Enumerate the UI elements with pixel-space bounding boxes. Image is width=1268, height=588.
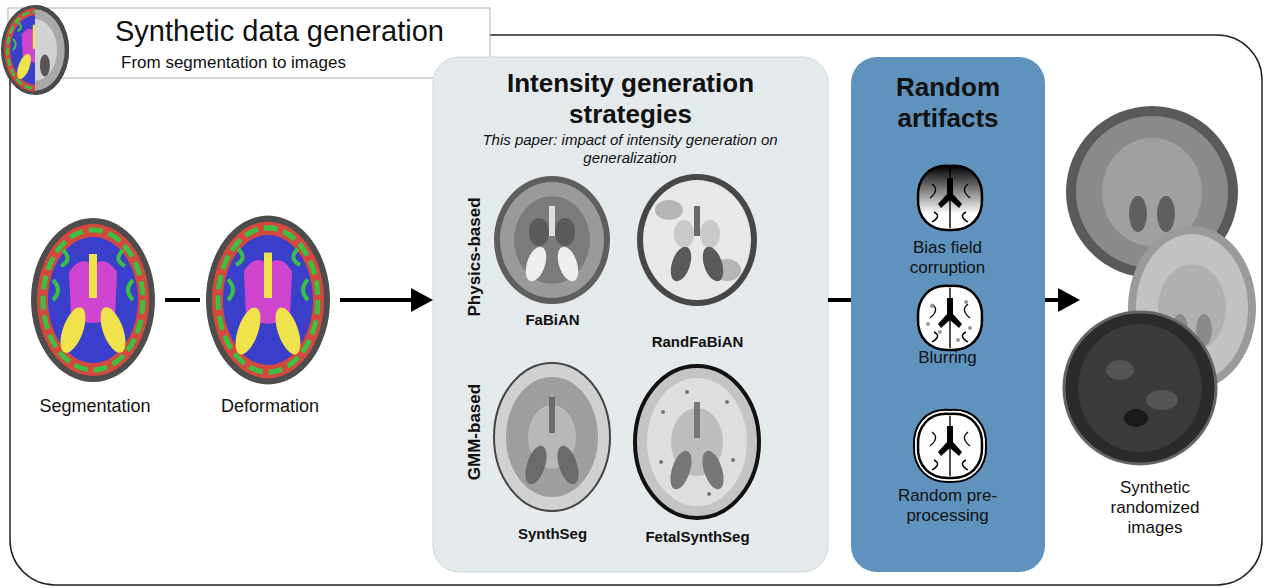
panel-note: This paper: impact of intensity generati… — [480, 131, 780, 166]
output-box: Synthetic randomized images — [1080, 105, 1262, 565]
connector-line — [165, 298, 200, 302]
flow-line — [165, 300, 200, 301]
flow-arrow — [340, 288, 433, 312]
step-label: Deformation — [200, 396, 340, 417]
heading-subtitle: From segmentation to images — [121, 53, 441, 73]
axis-label: GMM-based — [465, 357, 485, 507]
flow-line — [828, 300, 851, 301]
strategy-box: FaBiAN — [490, 175, 615, 335]
panel-heading: Intensity generation strategies — [448, 68, 813, 129]
axis-label: Physics-based — [465, 172, 485, 342]
strategy-panel: Intensity generation strategiesThis pape… — [433, 57, 828, 572]
artifact-label: Bias field corruption — [880, 238, 1015, 278]
output-label: Synthetic randomized images — [1095, 478, 1215, 538]
strategy-box: SynthSeg — [490, 360, 615, 547]
arrow-head — [1058, 288, 1080, 312]
panel-heading: Random artifacts — [856, 72, 1040, 133]
artifact-box: Random pre-processing — [875, 410, 1020, 545]
outer-panel: Synthetic data generationFrom segmentati… — [10, 35, 1262, 585]
connector-line — [1045, 298, 1060, 302]
image-step: Deformation — [200, 215, 340, 421]
artifact-box: Blurring — [875, 288, 1020, 373]
heading-title: Synthetic data generation — [115, 14, 487, 48]
artifact-label: Blurring — [880, 348, 1015, 368]
artifact-label: Random pre-processing — [880, 486, 1015, 526]
method-label: SynthSeg — [490, 525, 615, 543]
strategy-box: RandFaBiAN — [630, 175, 765, 355]
artifact-panel: Random artifactsBias field corruptionBlu… — [851, 57, 1045, 572]
flow-arrow — [1045, 288, 1080, 312]
artifact-box: Bias field corruption — [875, 160, 1020, 282]
strategy-box: FetalSynthSeg — [630, 360, 765, 550]
method-label: RandFaBiAN — [630, 333, 765, 351]
step-label: Segmentation — [25, 396, 165, 417]
method-label: FaBiAN — [490, 311, 615, 329]
method-label: FetalSynthSeg — [630, 528, 765, 546]
connector-line — [828, 298, 851, 302]
connector-line — [340, 298, 413, 302]
arrow-head — [411, 288, 433, 312]
image-step: Segmentation — [25, 215, 165, 421]
